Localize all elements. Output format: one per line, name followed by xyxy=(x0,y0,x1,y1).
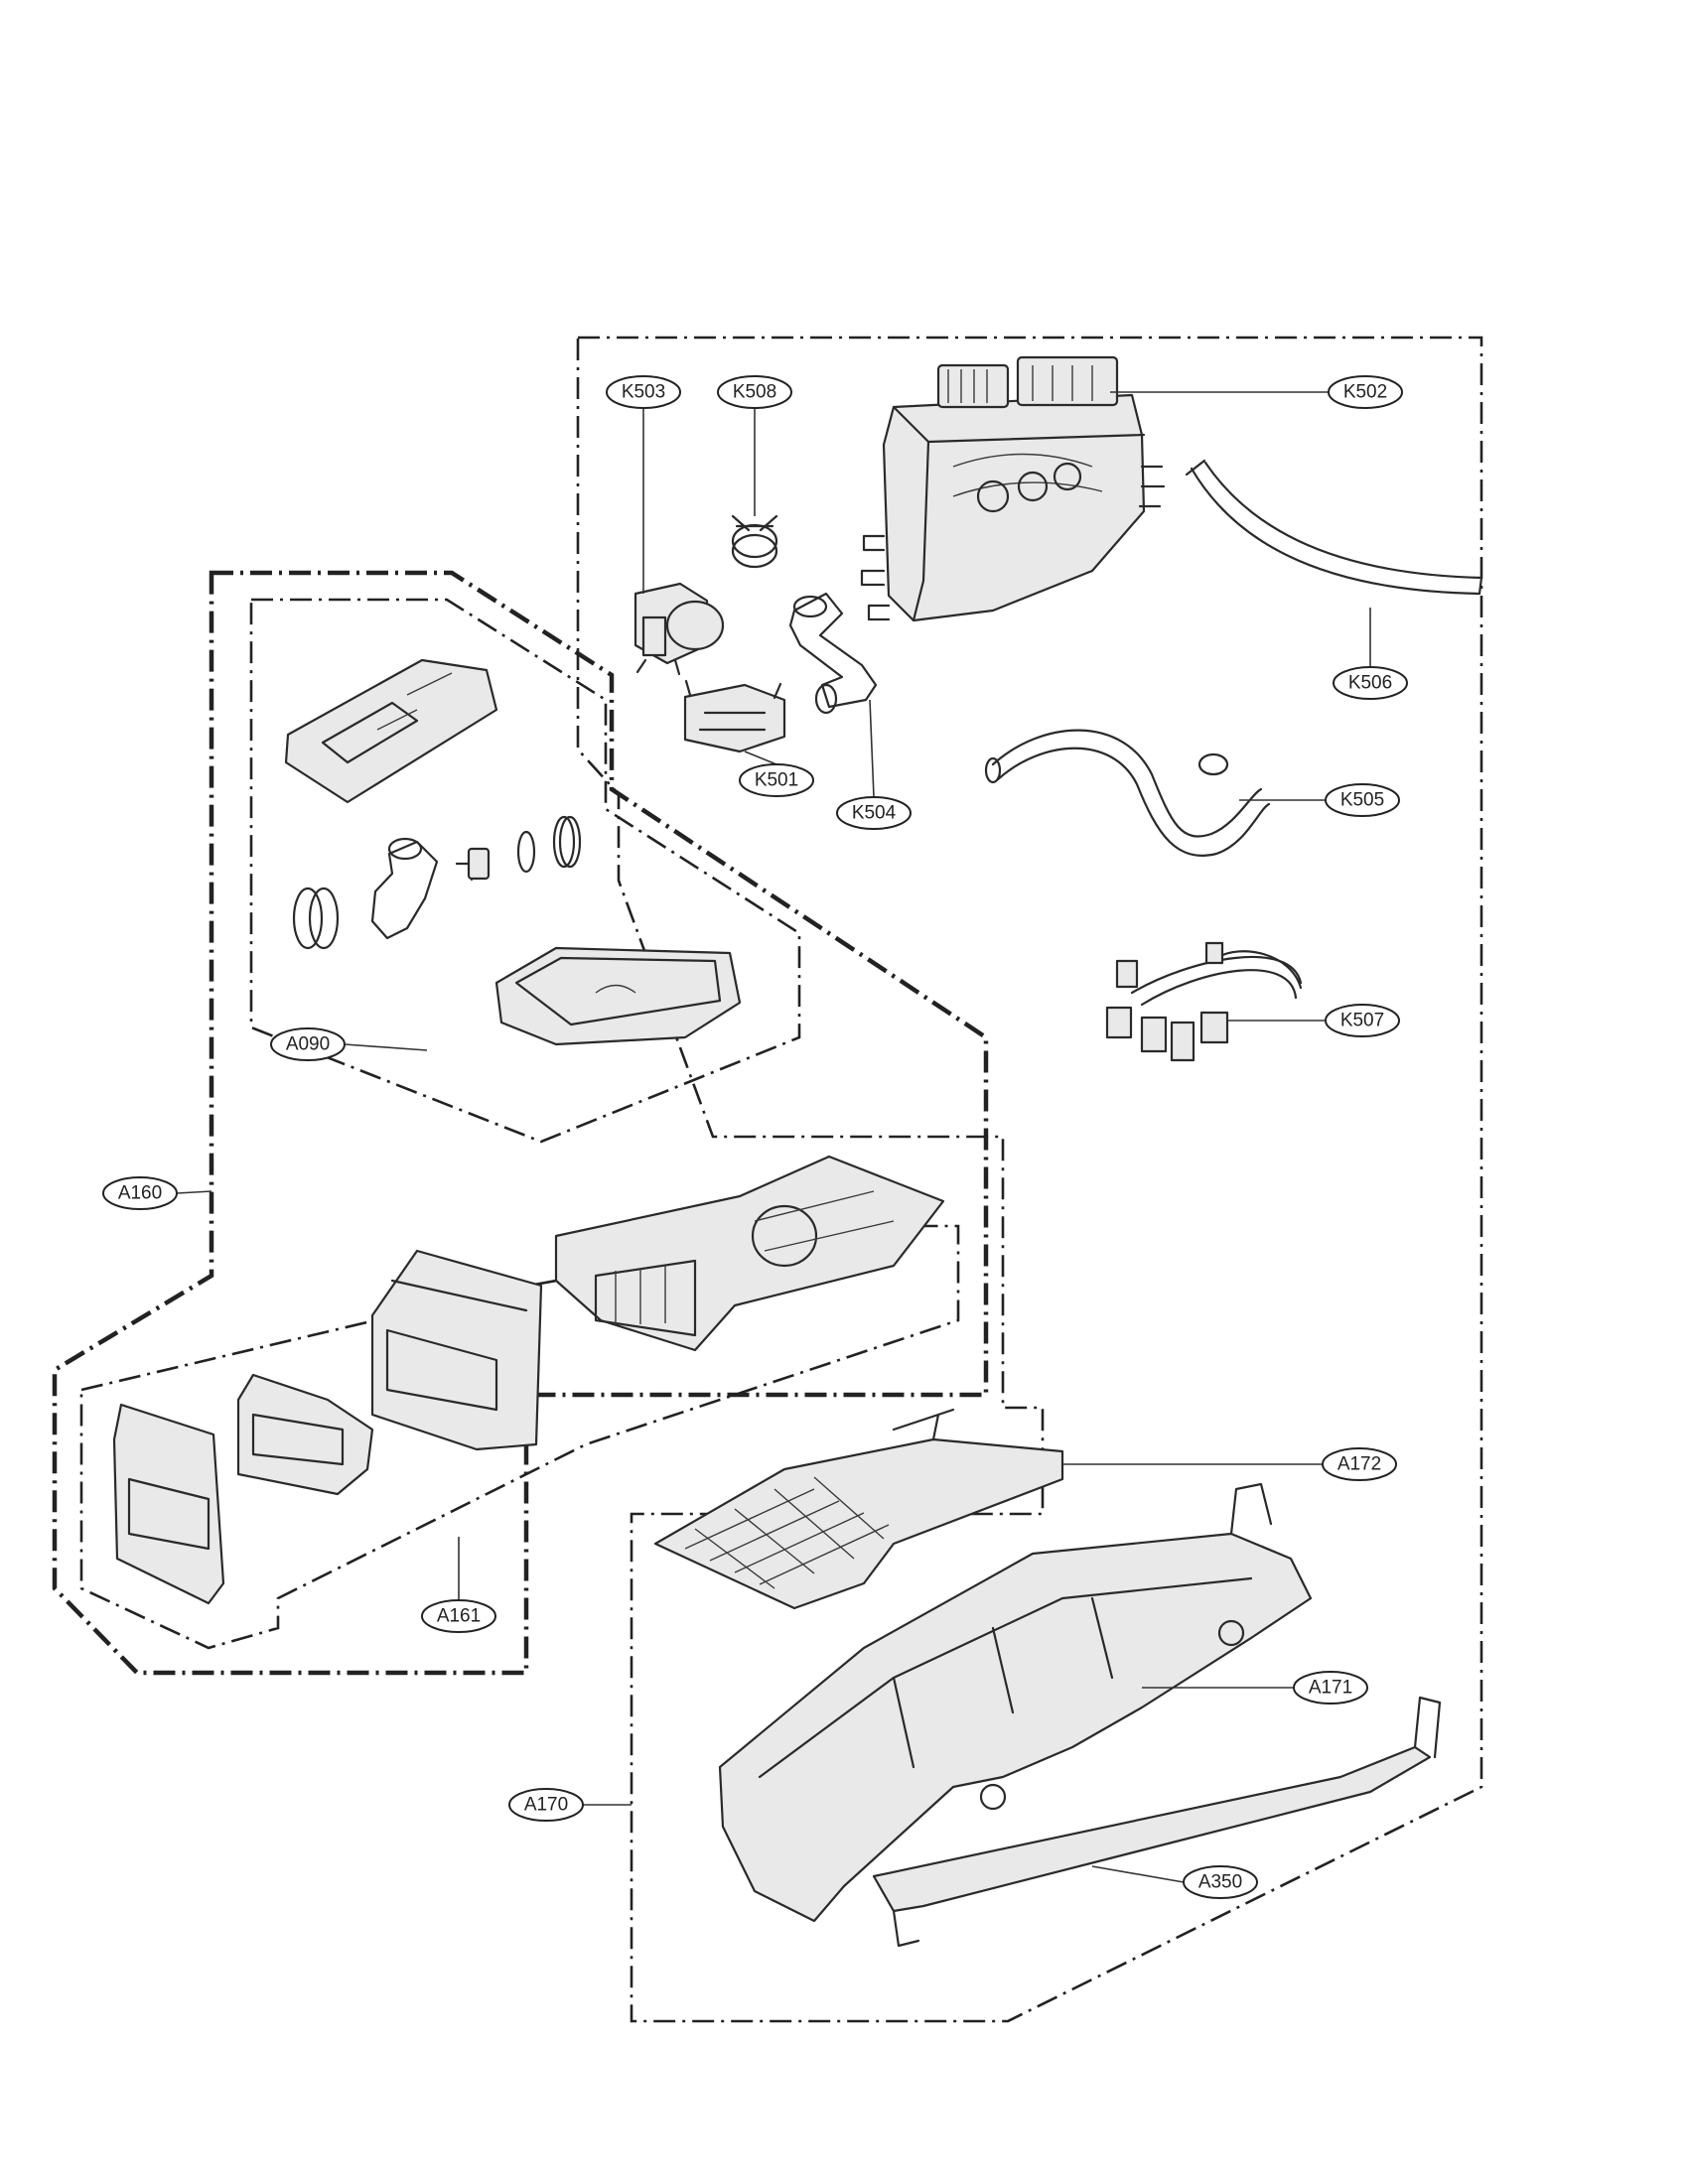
callout-a160: A160 xyxy=(102,1176,178,1210)
callout-k502: K502 xyxy=(1328,375,1403,409)
boundary-a170-assembly xyxy=(576,336,1483,2023)
callout-a090: A090 xyxy=(270,1027,346,1061)
svg-text:A160: A160 xyxy=(118,1183,162,1204)
svg-text:K505: K505 xyxy=(1340,790,1384,811)
a350-bar-part xyxy=(872,1696,1442,1948)
a171-housing-part xyxy=(718,1482,1313,1923)
svg-text:A090: A090 xyxy=(286,1034,330,1055)
svg-text:K502: K502 xyxy=(1343,382,1387,403)
k507-wire-harness-part xyxy=(1105,941,1303,1062)
svg-text:A161: A161 xyxy=(437,1606,481,1627)
a090-subassembly-parts xyxy=(284,658,742,1046)
callout-a171: A171 xyxy=(1293,1671,1368,1705)
svg-text:A350: A350 xyxy=(1198,1872,1242,1893)
callout-a172: A172 xyxy=(1322,1447,1397,1481)
k506-hose-part xyxy=(1185,459,1483,596)
k503-valve-part xyxy=(633,582,725,676)
svg-text:K504: K504 xyxy=(852,803,897,824)
svg-text:A172: A172 xyxy=(1337,1454,1381,1475)
callout-a170: A170 xyxy=(508,1788,584,1822)
k508-clamp-part xyxy=(731,514,778,569)
svg-text:K503: K503 xyxy=(622,382,665,403)
callout-k507: K507 xyxy=(1325,1004,1400,1037)
callout-k504: K504 xyxy=(836,796,912,830)
k501-bracket-part xyxy=(683,679,786,753)
callout-k501: K501 xyxy=(739,763,814,797)
svg-text:K501: K501 xyxy=(755,770,798,791)
callout-k505: K505 xyxy=(1325,783,1400,817)
a172-grille-part xyxy=(653,1408,1064,1610)
callout-k503: K503 xyxy=(606,375,681,409)
svg-text:K508: K508 xyxy=(733,382,776,403)
k504-hose-part xyxy=(788,592,878,715)
k505-hose-part xyxy=(984,729,1271,857)
k502-tank-part xyxy=(860,355,1166,622)
callout-k508: K508 xyxy=(717,375,792,409)
callout-a350: A350 xyxy=(1183,1865,1258,1899)
svg-text:A171: A171 xyxy=(1309,1678,1352,1699)
leader-lines xyxy=(176,391,1371,1883)
svg-text:A170: A170 xyxy=(524,1795,568,1816)
callout-a161: A161 xyxy=(421,1599,496,1633)
a161-subassembly-parts xyxy=(112,1155,945,1605)
callout-k506: K506 xyxy=(1333,666,1408,700)
svg-text:K506: K506 xyxy=(1348,673,1392,694)
svg-text:K507: K507 xyxy=(1340,1011,1384,1031)
